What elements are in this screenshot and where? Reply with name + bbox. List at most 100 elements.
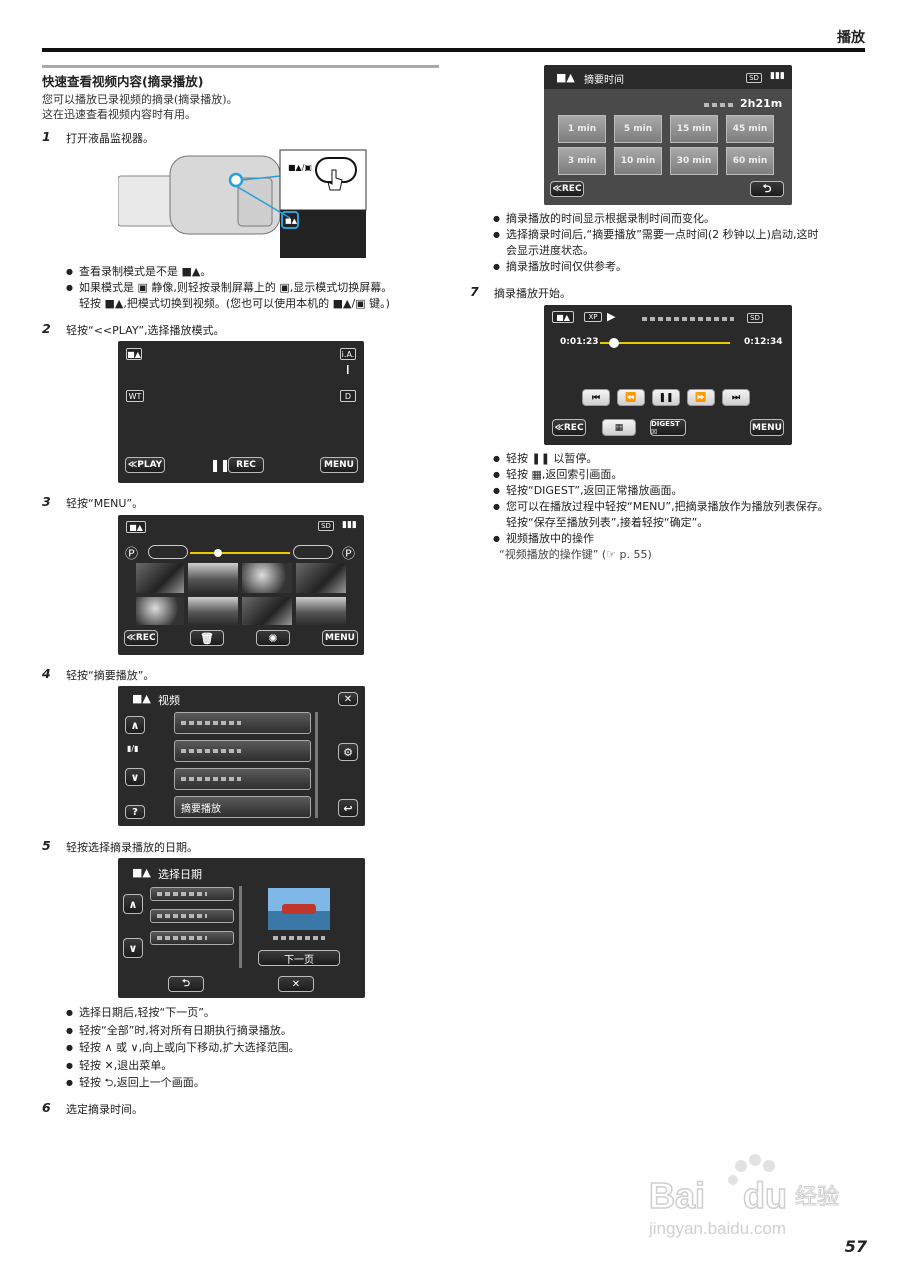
- note-item: 轻按“全部”时,将对所有日期执行摘录播放。: [66, 1022, 300, 1040]
- up-arrow-icon[interactable]: ∧: [123, 894, 143, 914]
- time-option[interactable]: 10 min: [614, 147, 662, 175]
- screen-select-date: ■▲ 选择日期 ∧ ∨ 下一页 ⮌ ✕: [118, 858, 365, 998]
- page-indicator: ▮/▮: [127, 744, 139, 753]
- close-icon[interactable]: ✕: [278, 976, 314, 992]
- digest-button[interactable]: DIGEST ☒: [650, 419, 686, 436]
- time-option[interactable]: 5 min: [614, 115, 662, 143]
- page-number: 57: [844, 1237, 867, 1256]
- screen-digest-time: ■▲ 摘要时间 SD ▮▮▮ 2h21m 1 min 5 min 15 min …: [544, 65, 792, 205]
- battery-icon: ▮▮▮: [770, 71, 785, 81]
- rec-button[interactable]: ≪REC: [550, 181, 584, 197]
- d-icon[interactable]: D: [340, 390, 356, 402]
- date-timeline: [190, 552, 290, 554]
- menu-item[interactable]: [174, 712, 311, 734]
- back-icon[interactable]: ↩: [338, 799, 358, 817]
- note-item: 轻按 ■▲,把模式切换到视频。(您也可以使用本机的 ■▲/▣ 键。): [79, 297, 390, 310]
- thumbnail[interactable]: [136, 563, 184, 593]
- video-camera-icon: ■▲: [556, 71, 575, 84]
- menu-button[interactable]: MENU: [750, 419, 784, 436]
- close-icon[interactable]: ✕: [338, 692, 358, 706]
- zoom-wt-icon[interactable]: WT: [126, 390, 144, 402]
- section-title: 快速查看视频内容(摘录播放): [42, 74, 204, 89]
- date-item[interactable]: [150, 931, 234, 945]
- video-mode-icon[interactable]: ■▲: [126, 348, 142, 360]
- progress-knob[interactable]: [609, 338, 620, 348]
- step-text: 轻按“<<PLAY”,选择播放模式。: [66, 324, 225, 337]
- time-option[interactable]: 30 min: [670, 147, 718, 175]
- rec-button[interactable]: REC: [228, 457, 264, 473]
- rec-button[interactable]: ≪REC: [552, 419, 586, 436]
- note-item: 轻按“保存至播放列表”,接着轻按“确定”。: [506, 516, 709, 529]
- note-item: 轻按 ∧ 或 ∨,向上或向下移动,扩大选择范围。: [66, 1039, 300, 1057]
- menu-item[interactable]: [174, 740, 311, 762]
- thumbnail[interactable]: [296, 597, 346, 625]
- gear-icon[interactable]: ⚙: [338, 743, 358, 761]
- time-option[interactable]: 3 min: [558, 147, 606, 175]
- menu-button[interactable]: MENU: [322, 630, 358, 646]
- rec-button[interactable]: ≪REC: [124, 630, 158, 646]
- note-item: 您可以在播放过程中轻按“MENU”,把摘录播放作为播放列表保存。: [493, 499, 829, 515]
- date-item[interactable]: [150, 909, 234, 923]
- rewind-icon[interactable]: ⏪: [617, 389, 645, 406]
- date-pill-right[interactable]: [293, 545, 333, 559]
- thumbnail[interactable]: [136, 597, 184, 625]
- video-mode-icon[interactable]: ■▲: [552, 311, 574, 323]
- step-text: 轻按选择摘录播放的日期。: [66, 841, 198, 854]
- sd-icon: SD: [318, 521, 334, 531]
- note-item: 视频播放中的操作: [493, 531, 829, 547]
- up-arrow-icon[interactable]: ∧: [125, 716, 145, 734]
- back-icon[interactable]: ⮌: [168, 976, 204, 992]
- progress-track[interactable]: [600, 338, 730, 348]
- screen-digest-playback: ■▲ XP ▶ SD 0:01:23 0:12:34 ⏮ ⏪ ❚❚ ⏩ ⏭ ≪R…: [544, 305, 792, 445]
- fast-forward-icon[interactable]: ⏩: [687, 389, 715, 406]
- scrollbar[interactable]: [239, 886, 242, 968]
- pause-icon[interactable]: ❚❚: [652, 389, 680, 406]
- cross-reference-link[interactable]: “视频播放的操作键” (☞ p. 55): [499, 548, 652, 561]
- time-option[interactable]: 15 min: [670, 115, 718, 143]
- video-mode-icon[interactable]: ■▲: [126, 521, 146, 533]
- down-arrow-icon[interactable]: ∨: [123, 938, 143, 958]
- thumbnail[interactable]: [188, 597, 238, 625]
- trash-icon[interactable]: 🗑: [190, 630, 224, 646]
- ia-icon[interactable]: i.A.: [340, 348, 356, 360]
- thumbnail[interactable]: [242, 563, 292, 593]
- menu-title: 视频: [158, 694, 180, 707]
- section-bar: [42, 65, 439, 68]
- thumbnail[interactable]: [188, 563, 238, 593]
- time-option[interactable]: 45 min: [726, 115, 774, 143]
- step-text: 选定摘录时间。: [66, 1103, 143, 1116]
- screen-video-menu: ■▲ 视频 ✕ ∧ ▮/▮ ∨ ? 摘要播放 ⚙ ↩: [118, 686, 365, 826]
- digest-time-title: 摘要时间: [584, 75, 624, 86]
- index-icon[interactable]: ▦: [602, 419, 636, 436]
- down-arrow-icon[interactable]: ∨: [125, 768, 145, 786]
- date-pill-left[interactable]: [148, 545, 188, 559]
- menu-button[interactable]: MENU: [320, 457, 358, 473]
- skip-back-icon[interactable]: ⏮: [582, 389, 610, 406]
- date-item[interactable]: [150, 887, 234, 901]
- menu-item[interactable]: [174, 768, 311, 790]
- skip-forward-icon[interactable]: ⏭: [722, 389, 750, 406]
- next-page-button[interactable]: 下一页: [258, 950, 340, 966]
- video-camera-icon: ■▲: [132, 692, 151, 705]
- recording-datetime: [642, 317, 734, 321]
- menu-item-digest[interactable]: 摘要播放: [174, 796, 311, 818]
- svg-text:经验: 经验: [795, 1185, 839, 1210]
- svg-text:Bai: Bai: [649, 1175, 705, 1216]
- play-mode-button[interactable]: ≪PLAY: [125, 457, 165, 473]
- time-option[interactable]: 1 min: [558, 115, 606, 143]
- note-item: 轻按“DIGEST”,返回正常播放画面。: [493, 483, 829, 499]
- svg-text:du: du: [743, 1175, 787, 1216]
- thumbnail[interactable]: [242, 597, 292, 625]
- back-icon[interactable]: ⮌: [750, 181, 784, 197]
- step-number: 4: [42, 666, 51, 681]
- timeline-dot: [214, 549, 222, 557]
- sd-icon: SD: [746, 73, 762, 83]
- scrollbar[interactable]: [315, 712, 318, 818]
- next-arrow-icon[interactable]: Ⓟ: [342, 547, 356, 562]
- digest-icon[interactable]: ✺: [256, 630, 290, 646]
- baidu-watermark-logo: Bai du 经验 jingyan.baidu.com: [648, 1154, 840, 1238]
- help-button[interactable]: ?: [125, 805, 145, 819]
- time-option[interactable]: 60 min: [726, 147, 774, 175]
- thumbnail[interactable]: [296, 563, 346, 593]
- prev-arrow-icon[interactable]: Ⓟ: [125, 547, 139, 562]
